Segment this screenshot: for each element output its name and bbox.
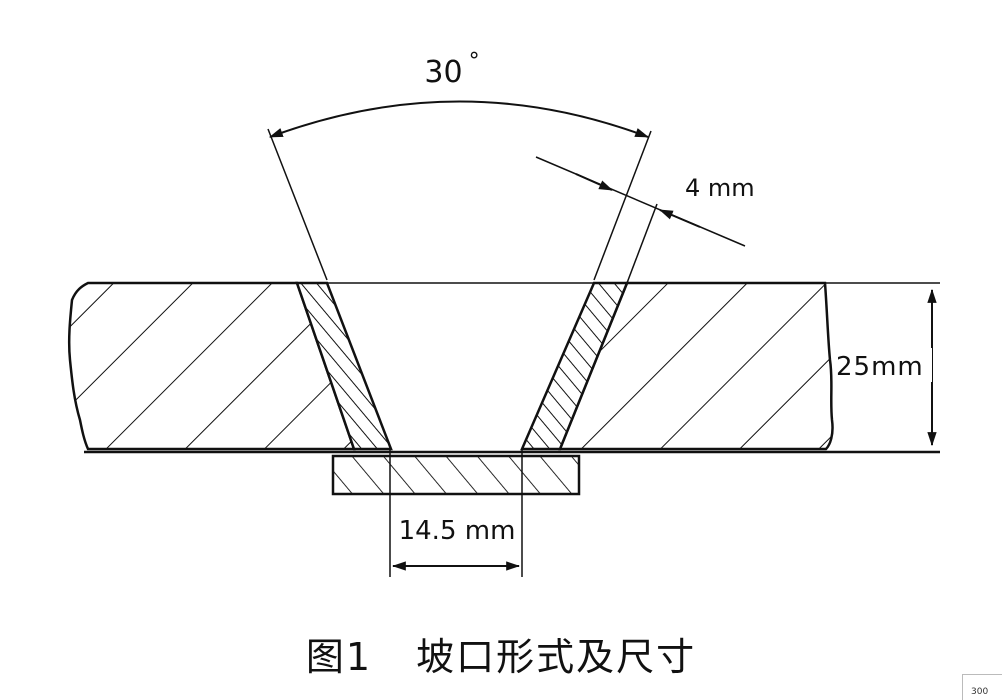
angle-label: 30° (424, 49, 479, 90)
land-dimension-line (535, 156, 746, 247)
land-label: 4 mm (685, 174, 755, 202)
figure-number: 图1 (305, 635, 373, 679)
gap-label: 14.5 mm (399, 516, 516, 546)
groove-diagram: 30° 4 mm 25mm 14.5 mm (67, 49, 940, 577)
left-base-plate (67, 281, 356, 451)
figure-title: 坡口形式及尺寸 (416, 635, 697, 679)
corner-badge: 300 (962, 674, 1002, 700)
thickness-label: 25mm (836, 352, 924, 382)
angle-extension-right (593, 130, 652, 281)
angle-arc (268, 100, 650, 138)
land-extension-line (626, 203, 658, 284)
angle-extension-left (267, 128, 328, 281)
right-base-plate (558, 281, 834, 451)
figure-caption: 图1 坡口形式及尺寸 (0, 626, 1002, 681)
